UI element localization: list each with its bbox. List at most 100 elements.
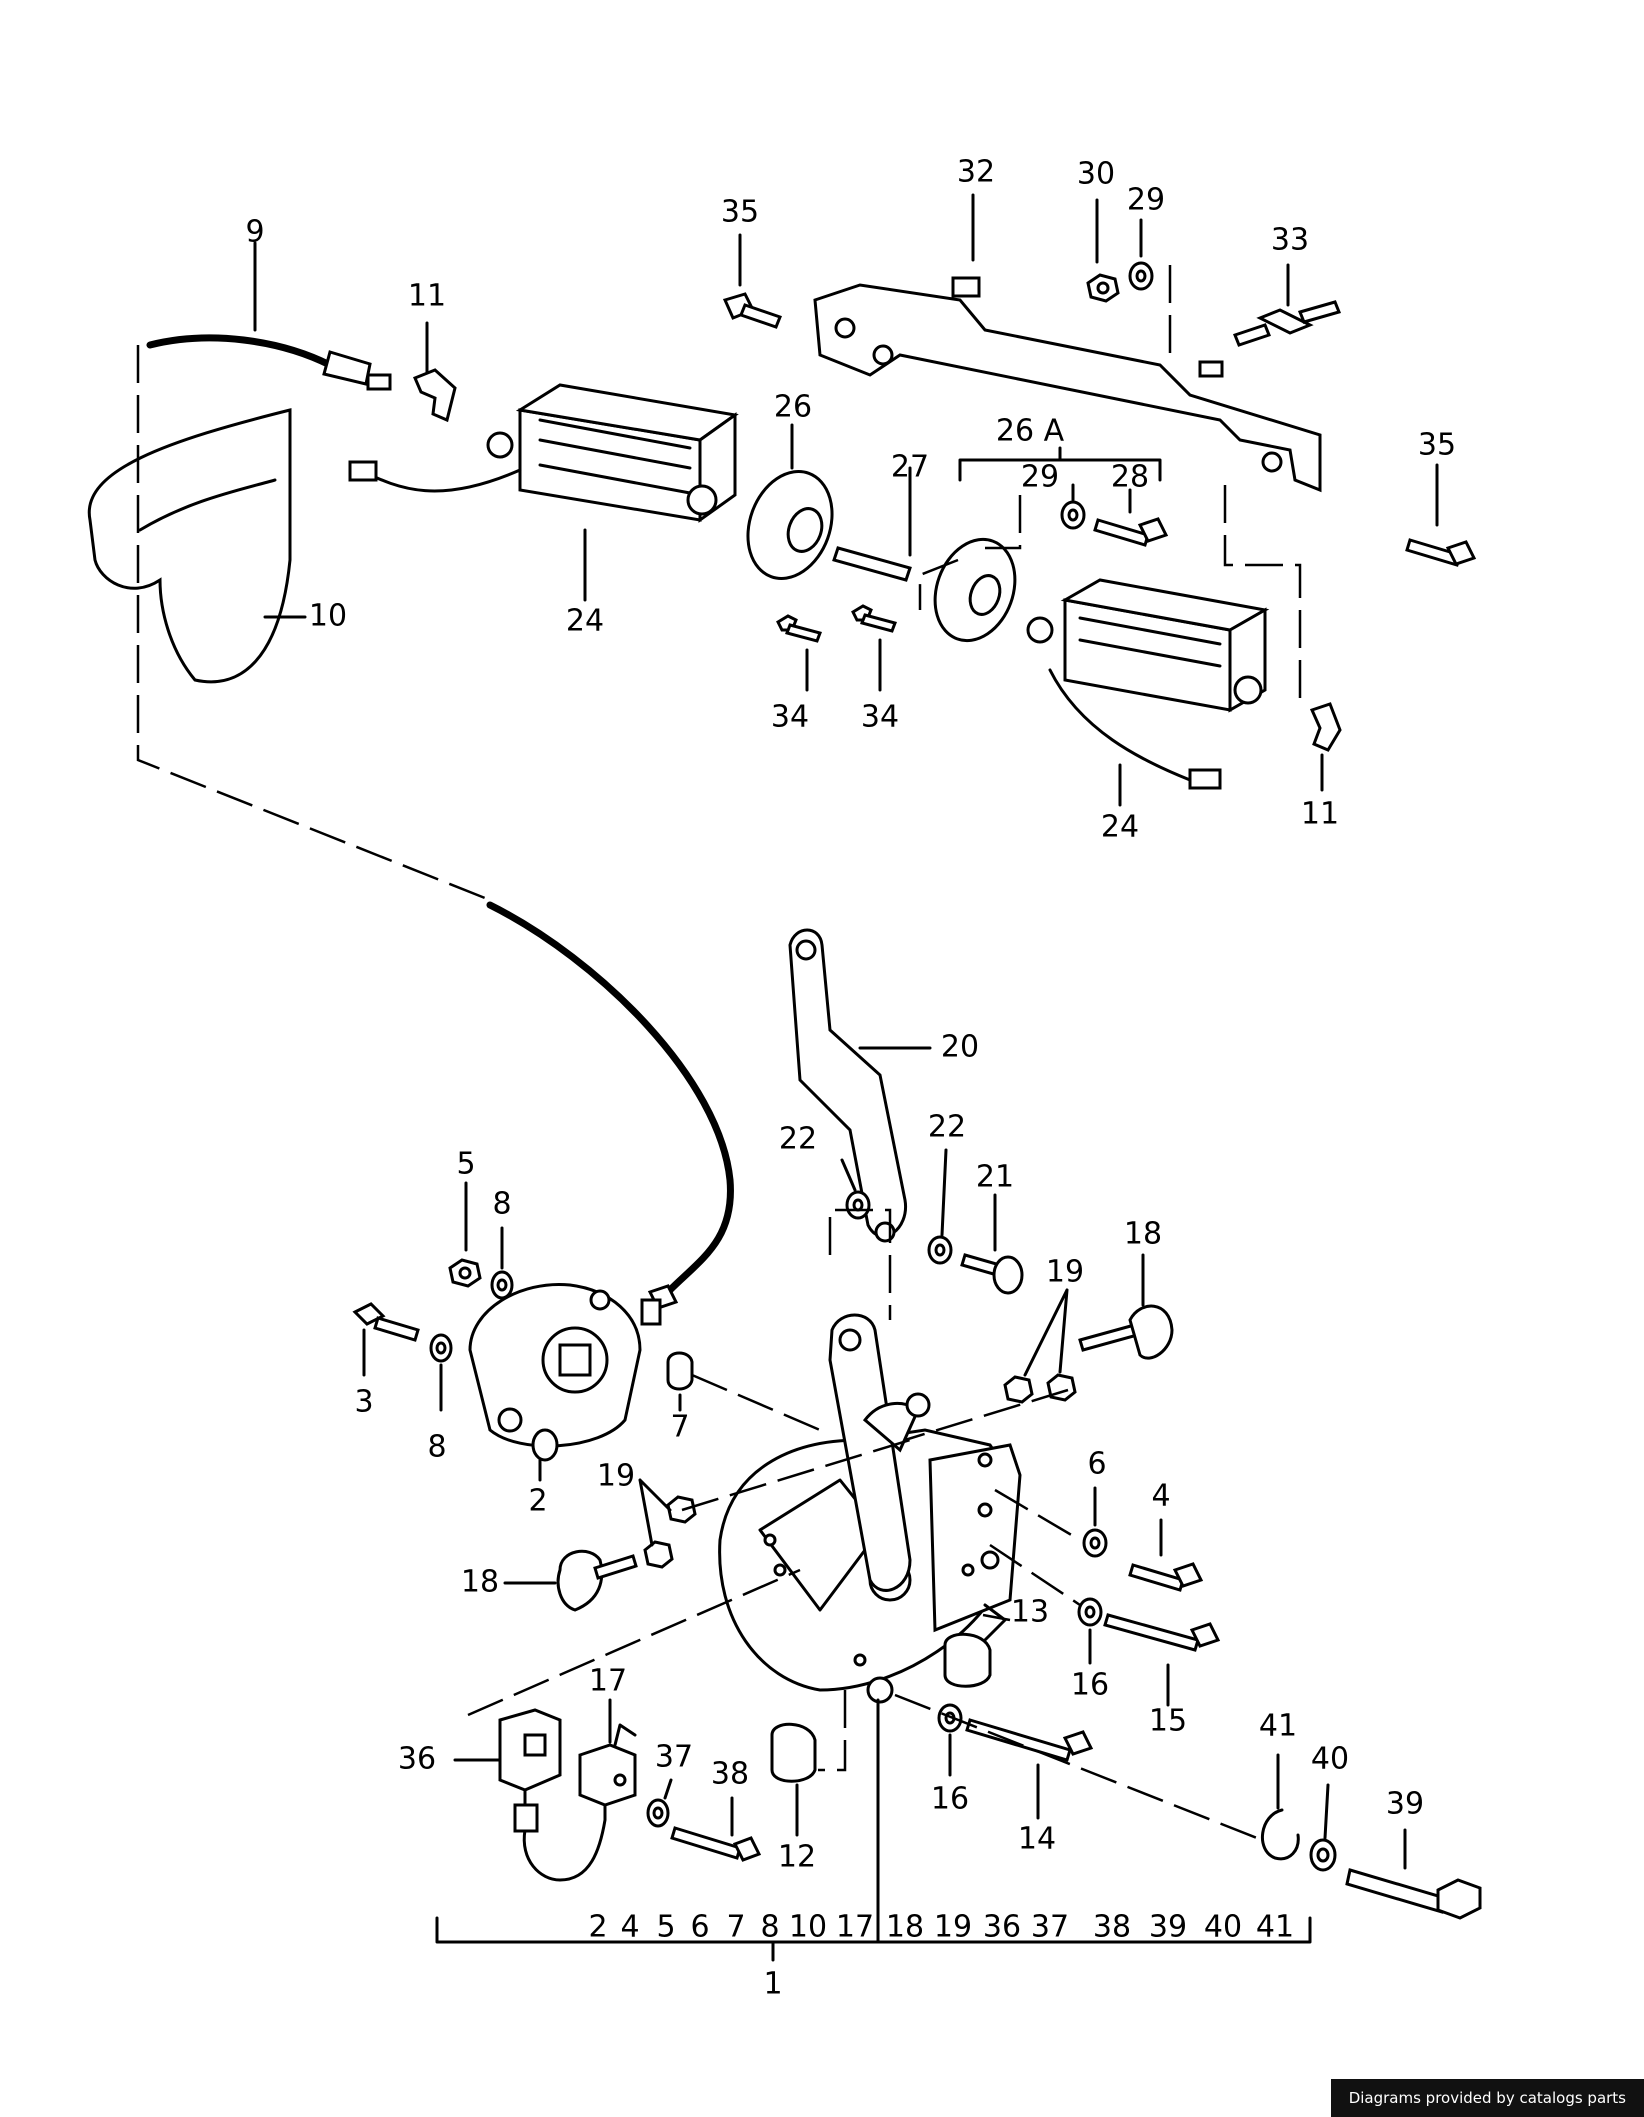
lever-20 <box>788 928 932 1243</box>
kit-item: 41 <box>1256 1910 1294 1945</box>
nut-5 <box>448 1181 482 1288</box>
label-8-top: 8 <box>492 1187 511 1222</box>
label-22-right: 22 <box>928 1110 966 1145</box>
kit-item: 38 <box>1093 1910 1131 1945</box>
screw-34-left <box>776 614 822 692</box>
washer-6 <box>1082 1486 1108 1558</box>
label-24-top: 24 <box>566 604 604 639</box>
spacer-7 <box>666 1351 694 1412</box>
nuts-19-left <box>638 1478 697 1569</box>
label-30: 30 <box>1077 157 1115 192</box>
bolt-39 <box>1345 1828 1482 1920</box>
kit-item: 36 <box>983 1910 1021 1945</box>
label-8-bottom: 8 <box>427 1430 446 1465</box>
kit-item: 6 <box>690 1910 709 1945</box>
label-26: 26 <box>774 390 812 425</box>
label-1: 1 <box>763 1967 782 2002</box>
washer-37 <box>646 1778 673 1828</box>
washer-29-top <box>1128 218 1154 291</box>
label-19-right: 19 <box>1046 1255 1084 1290</box>
label-9: 9 <box>245 215 264 250</box>
label-16-right: 16 <box>1071 1668 1109 1703</box>
kit-item: 17 <box>836 1910 874 1945</box>
bolt-4 <box>1128 1518 1204 1592</box>
cable-9 <box>146 241 392 391</box>
bolt-33 <box>1233 263 1342 347</box>
kit-bracket-1 <box>435 1698 1312 1962</box>
kit-contents-row: 2 4 5 6 7 8 10 17 18 19 36 37 38 39 40 4… <box>588 1910 1294 1945</box>
spacer-13 <box>943 1603 1007 1688</box>
kit-item: 39 <box>1149 1910 1187 1945</box>
clip-11-right <box>1309 702 1342 792</box>
screw-38 <box>670 1796 762 1862</box>
label-20: 20 <box>941 1030 979 1065</box>
bolt-21 <box>960 1193 1024 1295</box>
label-21: 21 <box>976 1160 1014 1195</box>
washer-8-bottom <box>429 1333 453 1412</box>
label-5: 5 <box>456 1147 475 1182</box>
screw-34-right <box>851 604 897 692</box>
label-4: 4 <box>1151 1479 1170 1514</box>
label-16-bottom: 16 <box>931 1782 969 1817</box>
kit-item: 40 <box>1204 1910 1242 1945</box>
bolt-35-right <box>1405 463 1477 567</box>
label-12: 12 <box>778 1840 816 1875</box>
washer-40 <box>1309 1783 1337 1872</box>
kit-item: 19 <box>934 1910 972 1945</box>
label-18-left: 18 <box>461 1565 499 1600</box>
label-18-right: 18 <box>1124 1217 1162 1252</box>
washer-16-right <box>1077 1597 1103 1665</box>
label-34-left: 34 <box>771 700 809 735</box>
label-38: 38 <box>711 1757 749 1792</box>
label-14: 14 <box>1018 1822 1056 1857</box>
label-24-right: 24 <box>1101 810 1139 845</box>
kit-item: 2 <box>588 1910 607 1945</box>
plate-26A <box>933 446 1162 643</box>
label-41: 41 <box>1259 1709 1297 1744</box>
label-6: 6 <box>1087 1447 1106 1482</box>
kit-item: 5 <box>656 1910 675 1945</box>
label-7: 7 <box>670 1410 689 1445</box>
cable-lower <box>486 901 734 1326</box>
label-22-left: 22 <box>779 1122 817 1157</box>
label-28: 28 <box>1111 460 1149 495</box>
label-37: 37 <box>655 1740 693 1775</box>
bolt-15 <box>1103 1613 1221 1707</box>
kit-item: 10 <box>789 1910 827 1945</box>
label-2: 2 <box>528 1484 547 1519</box>
label-11-right: 11 <box>1301 797 1339 832</box>
spacer-12 <box>770 1722 817 1837</box>
motor-24-top <box>348 383 739 602</box>
actuator-2 <box>468 1282 642 1482</box>
switch-36 <box>453 1708 607 1882</box>
bolt-35-top <box>722 233 782 329</box>
washer-29-right <box>1060 483 1086 530</box>
clip-11-top <box>413 321 457 423</box>
label-40: 40 <box>1311 1742 1349 1777</box>
label-10: 10 <box>309 599 347 634</box>
label-29-right: 29 <box>1021 460 1059 495</box>
label-33: 33 <box>1271 223 1309 258</box>
switch-17 <box>578 1698 637 1807</box>
knob-18-left <box>503 1549 638 1612</box>
label-15: 15 <box>1149 1704 1187 1739</box>
circlip-41 <box>1260 1753 1300 1861</box>
plate-26 <box>746 423 834 580</box>
label-26A: 26 A <box>996 414 1065 449</box>
label-11-top: 11 <box>408 279 446 314</box>
kit-item: 7 <box>726 1910 745 1945</box>
label-35-top: 35 <box>721 195 759 230</box>
label-13: 13 <box>1011 1595 1049 1630</box>
label-3: 3 <box>354 1385 373 1420</box>
bolt-28 <box>1093 488 1169 547</box>
kit-item: 4 <box>620 1910 639 1945</box>
label-35-right: 35 <box>1418 428 1456 463</box>
label-32: 32 <box>957 155 995 190</box>
knob-10 <box>87 408 307 684</box>
credit-banner: Diagrams provided by catalogs parts <box>1330 2079 1644 2117</box>
label-27: 27 <box>891 450 929 485</box>
label-34-right: 34 <box>861 700 899 735</box>
washer-22-right <box>927 1148 953 1265</box>
label-17: 17 <box>589 1664 627 1699</box>
